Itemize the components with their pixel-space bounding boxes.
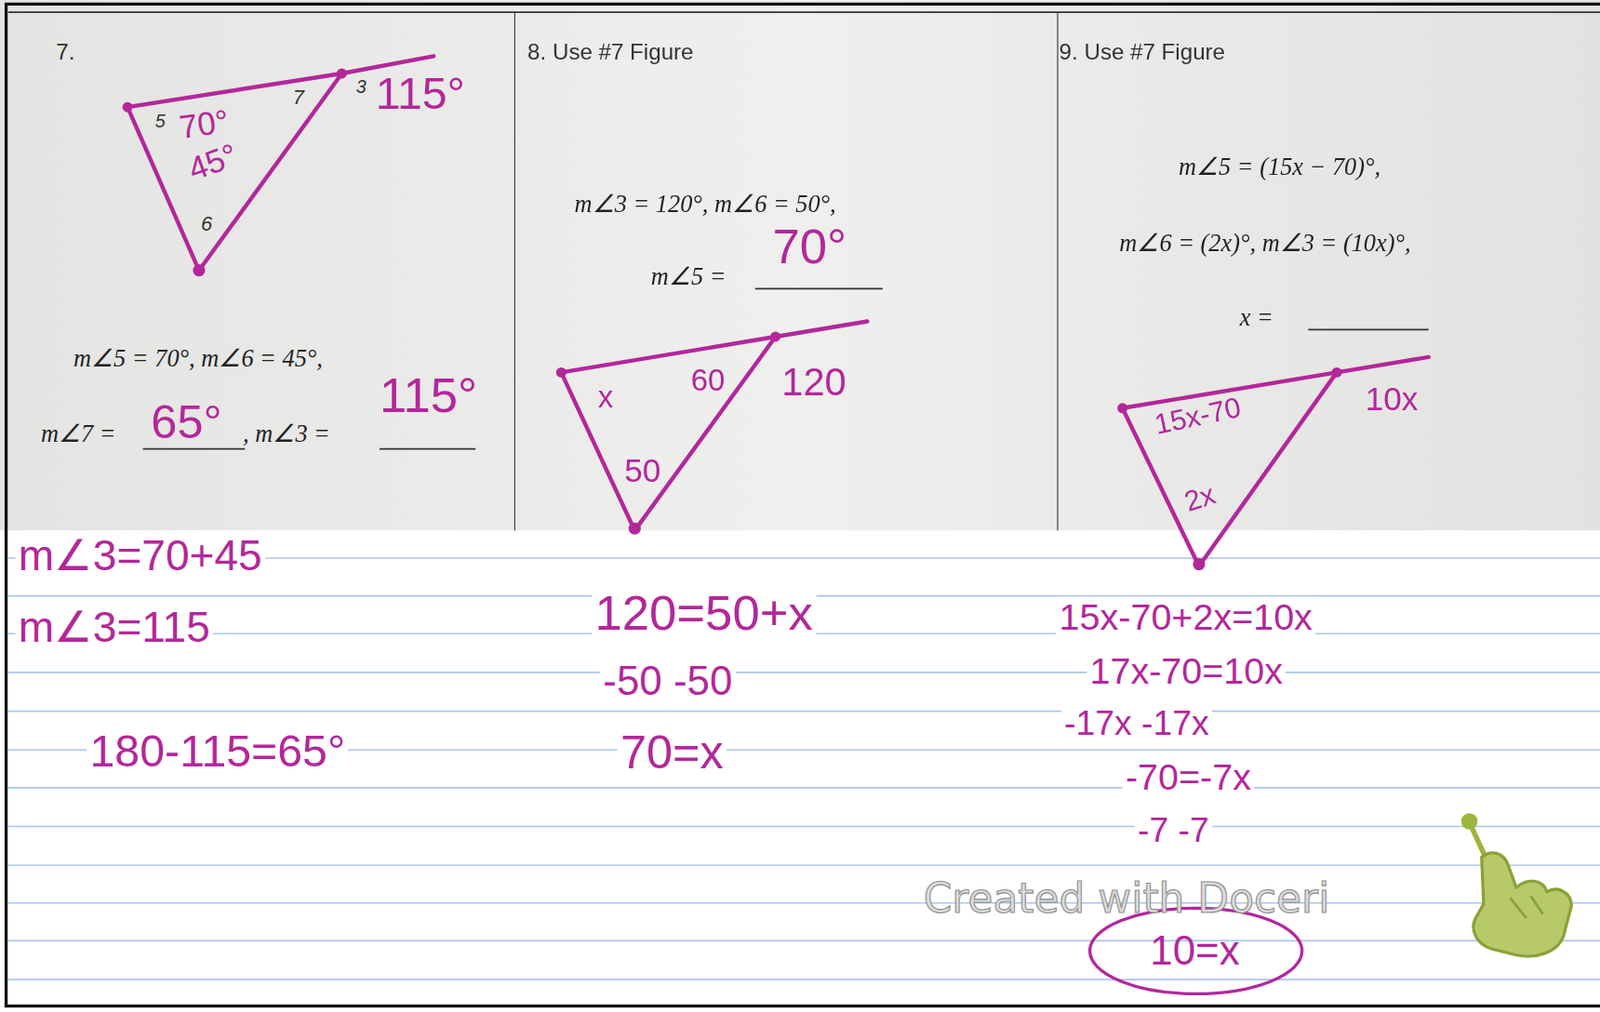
- handwritten-note: 70°: [772, 220, 847, 275]
- notebook-ground: [0, 530, 1600, 1012]
- handwritten-note: 17x-70=10x: [1086, 651, 1286, 692]
- handwritten-note: 180-115=65°: [86, 726, 348, 776]
- handwritten-note: 120: [781, 360, 847, 404]
- handwritten-note: 50: [624, 453, 661, 490]
- notebook-rules: [8, 558, 1600, 980]
- problem-statement: m∠5 = 70°, m∠6 = 45°,: [73, 345, 323, 373]
- handwritten-note: -50 -50: [600, 658, 736, 704]
- handwritten-note: m∠3=70+45: [14, 533, 266, 581]
- triangle-figure: [556, 321, 868, 535]
- handwritten-note: 120=50+x: [591, 586, 816, 641]
- handwritten-note: 15x-70+2x=10x: [1055, 597, 1316, 638]
- handwritten-note: 115°: [379, 369, 478, 424]
- angle-number: 6: [200, 212, 213, 235]
- problem-heading: 7.: [55, 39, 515, 67]
- angle-number: 5: [155, 112, 166, 134]
- problem-statement: m∠5 =: [651, 263, 727, 291]
- handwritten-note: 65°: [150, 396, 222, 448]
- problem-statement: , m∠3 =: [242, 420, 331, 448]
- watermark: Created with Doceri: [923, 875, 1331, 920]
- handwritten-note: 115°: [375, 69, 466, 120]
- problem-statement: m∠6 = (2x)°, m∠3 = (10x)°,: [1119, 229, 1411, 257]
- handwritten-note: -70=-7x: [1122, 757, 1255, 798]
- problem-heading: 8. Use #7 Figure: [527, 39, 1057, 67]
- handwritten-note: 60: [691, 363, 726, 398]
- problem-statement: m∠3 = 120°, m∠6 = 50°,: [574, 190, 837, 218]
- problem-statement: x =: [1240, 304, 1274, 332]
- problem-statement: m∠7 =: [40, 420, 117, 448]
- worksheet-cell: 9. Use #7 Figure: [1051, 12, 1600, 531]
- answer-blank: [143, 288, 1429, 449]
- triangle-figure: [1117, 357, 1429, 571]
- photo-ground: [0, 0, 1600, 531]
- handwritten-note: -17x -17x: [1061, 704, 1213, 743]
- handwritten-note: 70=x: [617, 726, 727, 778]
- problem-heading: 9. Use #7 Figure: [1059, 39, 1600, 67]
- doceri-logo: [1461, 813, 1572, 957]
- answer-circle: [1090, 907, 1303, 994]
- angle-number: 7: [293, 85, 305, 108]
- handwritten-note: m∠3=115: [14, 603, 214, 652]
- problem-statement: m∠5 = (15x − 70)°,: [1178, 153, 1381, 181]
- angle-number: 3: [356, 77, 367, 98]
- image-frame: [6, 3, 1600, 1006]
- handwritten-note: x: [598, 379, 614, 414]
- handwritten-note: 10=x: [1149, 927, 1240, 973]
- handwritten-note: 10x: [1365, 381, 1419, 418]
- handwritten-note: -7 -7: [1134, 811, 1213, 850]
